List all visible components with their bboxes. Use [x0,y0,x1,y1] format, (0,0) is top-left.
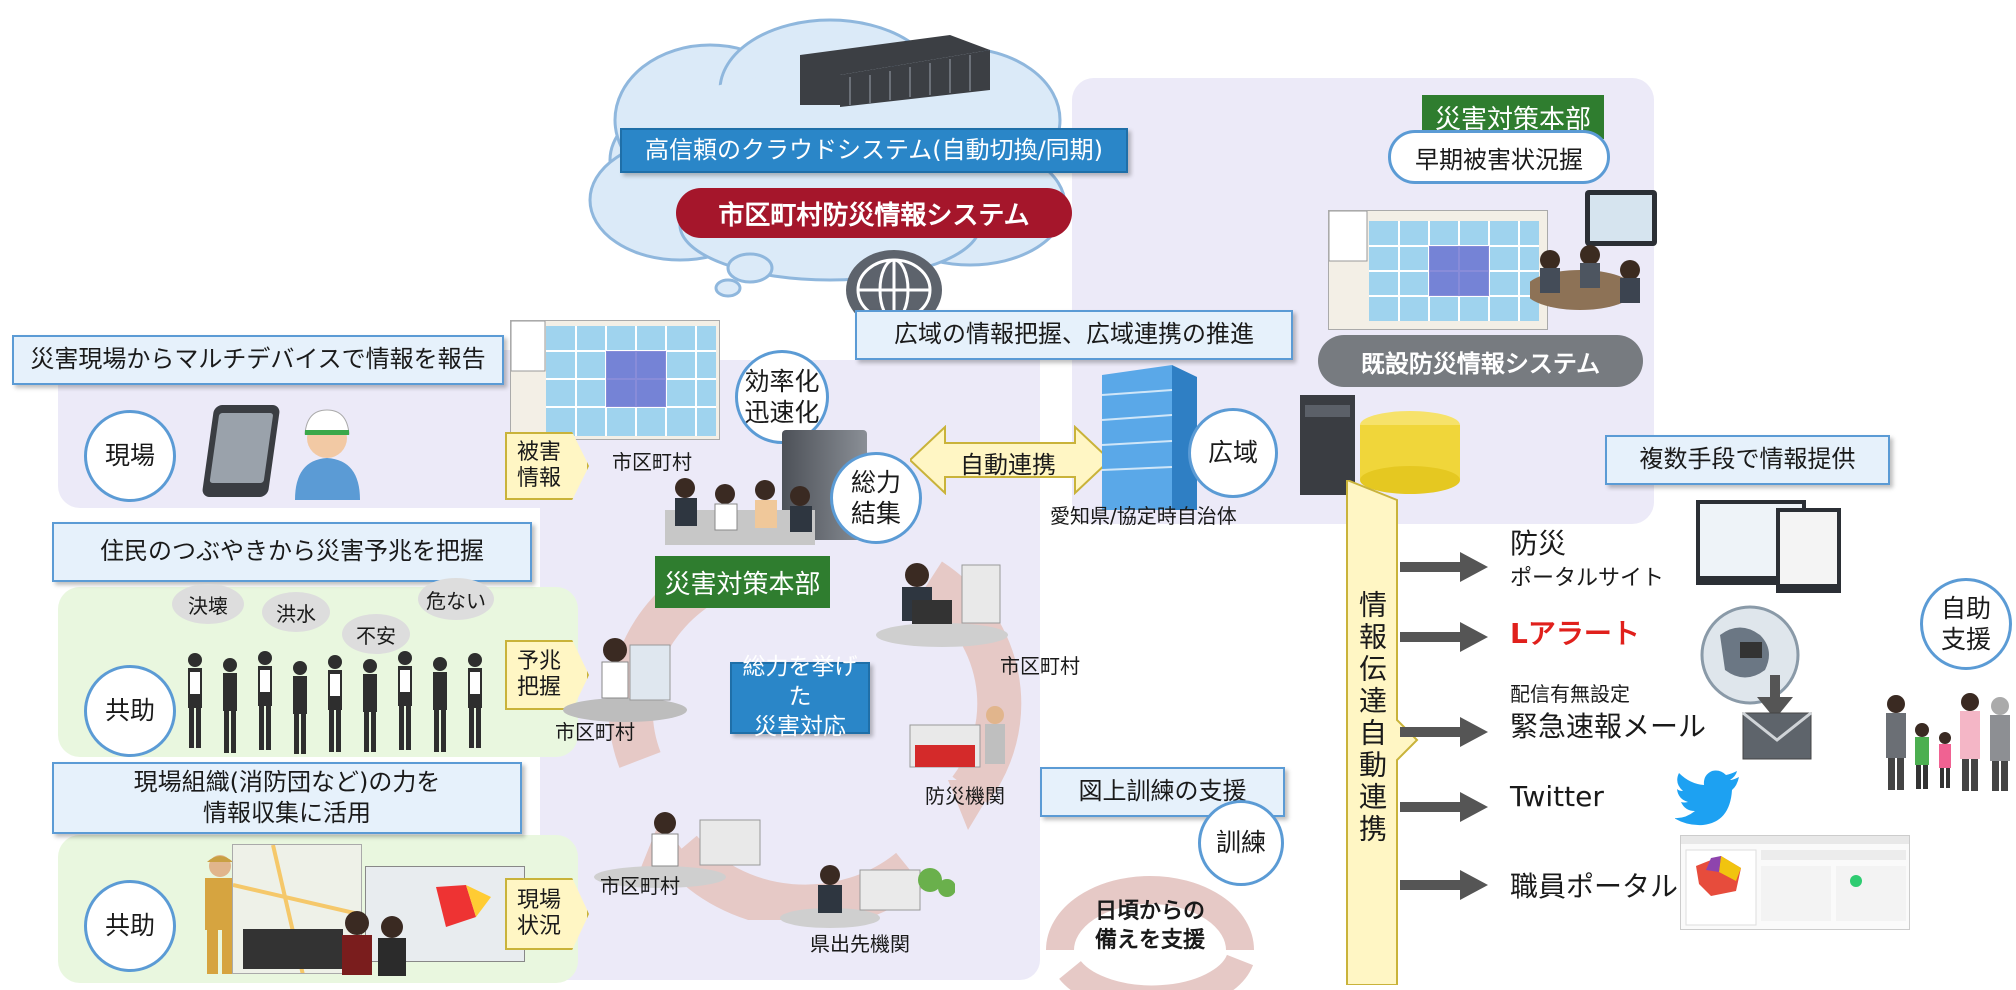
auto-link-arrow [910,425,1110,495]
meeting-room-illustration [1525,190,1660,325]
tablet-icon [201,405,281,497]
kyojo-circle-2: 共助 [84,880,176,972]
auto-link-label: 自動連携 [960,451,1056,479]
site-map-2 [365,866,525,962]
vertical-link-text: 情報伝達自動連携 [1355,590,1388,846]
office-worker-icon-2 [876,563,1008,647]
all-forces-circle: 総力結集 [830,452,922,544]
output-mail-setting: 配信有無設定 [1510,682,1630,706]
efficiency-line1: 効率化 [744,366,820,396]
hq-map-thumbnail [1328,210,1548,330]
all-response-line2: 災害対応 [754,713,846,740]
municipality-label-3: 市区町村 [1000,654,1080,678]
worker-icon [285,400,370,500]
sign-arrow [505,640,589,710]
damage-info-line2: 情報 [517,466,562,491]
training-ring-text: 日頃からの 備えを支援 [1080,898,1220,955]
self-help-line1: 自助 [1940,593,1991,623]
self-help-circle: 自助支援 [1920,578,2012,670]
training-ring-line1: 日頃からの [1094,899,1205,924]
training-ring-line2: 備えを支援 [1094,927,1205,953]
pref-office-label: 県出先機関 [810,932,910,956]
output-twitter: Twitter [1510,780,1604,813]
tweet-bubble-kozui: 洪水 [262,592,330,632]
tweet-bubble-abunai: 危ない [418,578,494,620]
site-arrow-line1: 現場 [517,887,562,913]
output-staff-portal: 職員ポータル [1510,870,1679,903]
damage-info-arrow [505,432,589,500]
all-response-line1: 総力を挙げた [742,654,858,711]
sign-arrow-line1: 予兆 [517,648,562,674]
output-portal-line2: ポータルサイト [1510,566,1665,591]
efficiency-circle: 効率化迅速化 [735,350,829,444]
hq-center-label: 災害対策本部 [655,556,830,608]
self-help-line2: 支援 [1940,625,1991,654]
hq-system-text: 既設防災情報システム [1360,349,1601,378]
pref-office-icon [780,865,955,928]
site-arrow-line2: 状況 [517,914,562,939]
family-illustration [1886,693,2010,791]
municipality-label-4: 市区町村 [600,874,680,898]
tweets-bar: 住民のつぶやきから災害予兆を把握 [52,522,532,582]
pref-label: 愛知県/協定時自治体 [1050,504,1237,528]
cloud-system-label: 市区町村防災情報システム [676,188,1072,238]
report-bar: 災害現場からマルチデバイスで情報を報告 [12,335,504,385]
all-response-box: 総力を挙げた 災害対応 [730,654,870,740]
cloud-title: 高信頼のクラウドシステム(自動切換/同期) [620,128,1128,173]
sign-arrow-text: 予兆把握 [507,642,569,708]
hq-system-label: 既設防災情報システム [1318,335,1643,387]
portal-screens-icon [1696,500,1846,600]
municipality-label-1: 市区町村 [612,450,692,474]
damage-map-thumbnail [510,320,720,440]
vertical-link-arrow [1346,480,1419,985]
regional-bar: 広域の情報把握、広域連携の推進 [855,310,1293,360]
kyojo-circle-1: 共助 [84,665,176,757]
site-map-1 [232,844,362,974]
damage-info-line1: 被害 [517,439,562,465]
tweet-bubble-fuan: 不安 [342,614,410,654]
efficiency-line2: 迅速化 [744,398,820,427]
multi-channel-bar: 複数手段で情報提供 [1605,435,1890,485]
org-bar-line1: 現場組織(消防団など)の力を [133,767,441,796]
damage-info-text: 被害情報 [507,434,569,498]
output-lalert: Lアラート [1510,617,1640,650]
globe-network-icon [1700,605,1800,705]
org-bar-line2: 情報収集に活用 [203,799,371,827]
genba-circle: 現場 [84,410,176,502]
office-building-icon [1101,365,1197,510]
training-ring [1046,876,1254,990]
municipality-label-2: 市区町村 [555,720,635,744]
output-mail: 緊急速報メール [1510,710,1707,743]
site-arrow [505,878,589,950]
output-portal-line1: 防災 [1510,527,1567,560]
all-forces-line1: 総力 [850,467,901,497]
down-arrow-icon [1757,675,1793,719]
output-arrows [1400,552,1488,900]
family-viewing-icon [342,911,406,976]
training-circle: 訓練 [1198,800,1284,886]
all-forces-line2: 結集 [850,499,901,528]
office-worker-icon-3 [594,812,761,888]
office-worker-icon-1 [563,638,687,722]
staff-portal-screenshot [1680,835,1910,930]
team-meeting-illustration [665,478,815,545]
disaster-org-label: 防災機関 [925,784,1005,808]
site-arrow-text: 現場状況 [507,880,569,948]
org-bar: 現場組織(消防団など)の力を 情報収集に活用 [52,762,522,834]
hq-subtitle-oval: 早期被害状況握 [1388,130,1610,184]
hq-subtitle: 早期被害状況握 [1415,145,1583,174]
twitter-bird-icon [1675,770,1739,826]
firefighter-icon [205,855,235,974]
cloud-system-text: 市区町村防災情報システム [718,200,1030,231]
server-database-icon [1300,395,1460,495]
tweet-bubble-kekkai: 決壊 [172,584,244,624]
crowd-illustration [188,651,482,754]
regional-circle: 広域 [1188,408,1278,498]
mail-envelope-icon [1742,712,1812,760]
sign-arrow-line2: 把握 [517,675,562,700]
fire-station-icon [909,706,1005,768]
server-racks-icon [790,15,1010,110]
